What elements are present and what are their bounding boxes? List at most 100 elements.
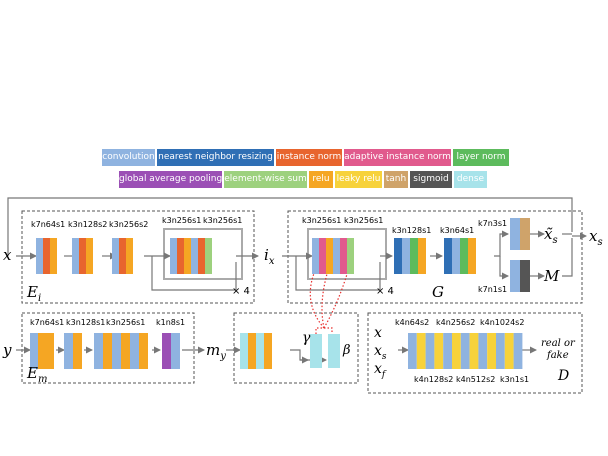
d-input-xs: xs (374, 343, 387, 362)
g-module-box (287, 210, 583, 304)
xs-tilde-sub: s (552, 235, 557, 246)
ei-block1-layer-conv (36, 238, 43, 274)
g-name: G (432, 283, 444, 301)
ei-repeat: × 4 (232, 286, 250, 297)
g-up2-layer-lnorm (460, 238, 468, 274)
legend-sigmoid: sigmoid (410, 171, 452, 188)
d-block-layer-conv (443, 333, 452, 369)
ei-block3-layer-inorm (119, 238, 126, 274)
d-module-box (367, 312, 583, 394)
em-block2-layer-conv (64, 333, 73, 369)
legend-tanh: tanh (384, 171, 408, 188)
g-res-layer-relu (326, 238, 333, 274)
ix-sub: x (269, 256, 275, 267)
ei-label-4: k3n256s1 (162, 216, 201, 225)
legend-nn-resizing: nearest neighbor resizing (157, 149, 274, 166)
em-block3-layer-conv (112, 333, 121, 369)
xs-final-sub: s (597, 237, 602, 248)
d-input-xs-main: x (374, 343, 382, 359)
em-block1-layer-relu (46, 333, 54, 369)
ei-res-layer-inorm (177, 238, 184, 274)
g-head-sig-layer-sigmoid (520, 260, 530, 292)
g-label-3: k3n128s1 (392, 226, 431, 235)
d-label-top-1: k4n64s2 (395, 318, 429, 327)
d-input-xs-sub: s (382, 352, 387, 362)
ei-block1-layer-inorm (43, 238, 50, 274)
legend-instance-norm: instance norm (276, 149, 342, 166)
legend-global-average-pooling: global average pooling (119, 171, 222, 188)
d-block-layer-lrelu (416, 333, 426, 369)
g-head-tanh-layer-conv (510, 218, 520, 250)
legend-label: instance norm (276, 152, 342, 162)
d-input-xf-main: x (374, 361, 382, 377)
g-head-tanh-layer-tanh (520, 218, 530, 250)
em-label-2: k3n128s1 (66, 318, 105, 327)
g-up1-layer-lnorm (410, 238, 418, 274)
d-block-layer-conv (460, 333, 470, 369)
d-label-top-3: k4n1024s2 (480, 318, 524, 327)
legend-label: leaky relu (336, 174, 381, 184)
em-block3-layer-relu (103, 333, 112, 369)
ei-block2-layer-inorm (79, 238, 86, 274)
d-output-line1: real or (541, 338, 576, 349)
input-y: y (2, 341, 12, 359)
ei-block3-layer-conv (112, 238, 119, 274)
d-block-layer-lrelu (487, 333, 496, 369)
d-block-layer-conv (513, 333, 523, 369)
arrow-mlp-to-gamma (290, 349, 309, 364)
d-input-xf: xf (374, 361, 387, 380)
legend-label: relu (312, 174, 330, 184)
ei-block2-layer-conv (72, 238, 79, 274)
legend-label: layer norm (456, 152, 506, 162)
g-up2-layer-resize (444, 238, 452, 274)
legend-label: tanh (385, 174, 407, 184)
g-label-4: k3n64s1 (440, 226, 474, 235)
arrow-g-to-sigmoid-head (499, 256, 509, 280)
d-block-layer-conv (496, 333, 505, 369)
d-name: D (557, 368, 569, 384)
ei-name-main: E (26, 283, 38, 301)
g-res-layer-adain (340, 238, 347, 274)
mlp-dense-layer-dense (256, 333, 264, 369)
ei-label-1: k7n64s1 (31, 220, 65, 229)
legend-label: global average pooling (119, 174, 222, 184)
em-name-sub: m (38, 374, 47, 385)
skip-ei (151, 256, 237, 291)
mlp-dense-layer-dense (240, 333, 248, 369)
d-block-layer-conv (425, 333, 435, 369)
d-input-x: x (374, 325, 382, 341)
ei-res-layer-inorm (198, 238, 205, 274)
d-label-top-2: k4n256s2 (436, 318, 475, 327)
ix-main: i (264, 246, 269, 264)
legend-label: adaptive instance norm (344, 152, 451, 162)
ei-name-sub: i (38, 293, 41, 304)
em-label-4: k1n8s1 (156, 318, 185, 327)
ei-res-layer-relu (184, 238, 191, 274)
beta-label: β (342, 343, 351, 358)
legend-layer-norm: layer norm (453, 149, 509, 166)
d-label-bottom-3: k3n1s1 (500, 375, 529, 384)
legend-dense: dense (454, 171, 487, 188)
g-res-layer-sum (347, 238, 354, 274)
legend-relu: relu (309, 171, 333, 188)
g-label-1: k3n256s1 (302, 216, 341, 225)
xs-final-label: xs (589, 227, 603, 248)
g-head-sig-layer-conv (510, 260, 520, 292)
g-up2-layer-conv (452, 238, 460, 274)
my-label: my (206, 341, 226, 362)
mask-label: M (543, 267, 560, 285)
g-res-layer-adain (319, 238, 326, 274)
ei-block3-layer-relu (126, 238, 133, 274)
d-block-layer-lrelu (504, 333, 514, 369)
g-up2-layer-relu (468, 238, 476, 274)
g-res-layer-conv (312, 238, 319, 274)
my-sub: y (219, 351, 226, 362)
mlp-dense-layer-relu (248, 333, 256, 369)
legend-label: nearest neighbor resizing (158, 152, 273, 162)
layer-blocks (30, 218, 530, 369)
d-input-xf-sub: f (381, 370, 387, 380)
em-module-box (21, 312, 195, 384)
mlp-gamma-layer-dense (310, 334, 322, 368)
